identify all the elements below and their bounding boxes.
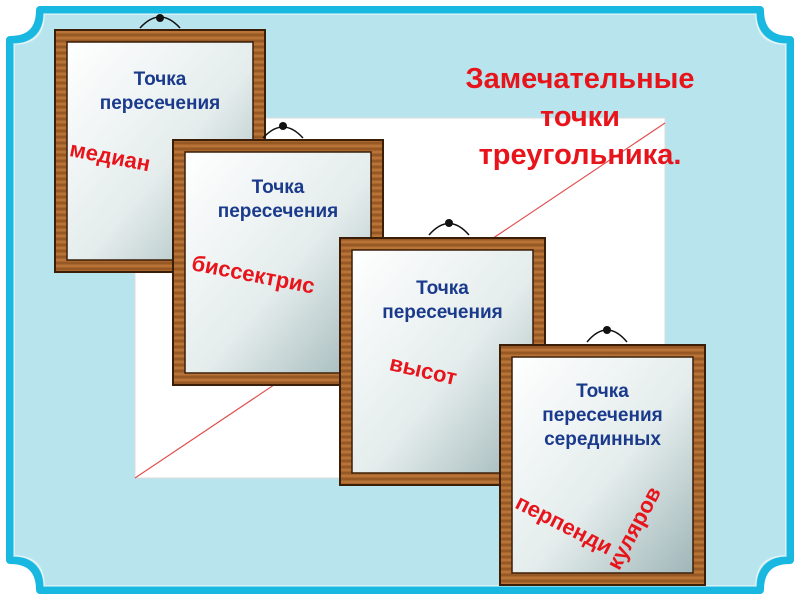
frame-4 — [499, 326, 706, 586]
label-line: пересечения — [542, 405, 663, 426]
frame-1-label: Точка пересечения — [67, 68, 253, 116]
label-line: Точка — [133, 69, 187, 90]
frame-nail — [156, 14, 164, 22]
slide-title: Замечательные точки треугольника. — [420, 60, 740, 174]
label-line: серединных — [544, 429, 661, 450]
title-line-1: Замечательные — [465, 63, 695, 95]
label-line: Точка — [251, 177, 305, 198]
title-line-3: треугольника. — [478, 139, 682, 171]
frame-2-label: Точка пересечения — [185, 176, 371, 224]
frame-nail — [445, 219, 453, 227]
border-inner-line — [13, 13, 787, 587]
frame-3-label: Точка пересечения — [352, 277, 533, 325]
label-line: пересечения — [382, 302, 503, 323]
label-line: пересечения — [99, 93, 221, 114]
label-line: пересечения — [217, 201, 339, 222]
title-line-2: точки — [540, 101, 620, 133]
frame-glass — [511, 356, 694, 574]
frame-nail — [279, 122, 287, 130]
label-line: Точка — [416, 278, 469, 299]
label-line: Точка — [576, 381, 629, 402]
frame-nail — [603, 326, 611, 334]
frame-4-label: Точка пересечения серединных — [512, 380, 693, 452]
